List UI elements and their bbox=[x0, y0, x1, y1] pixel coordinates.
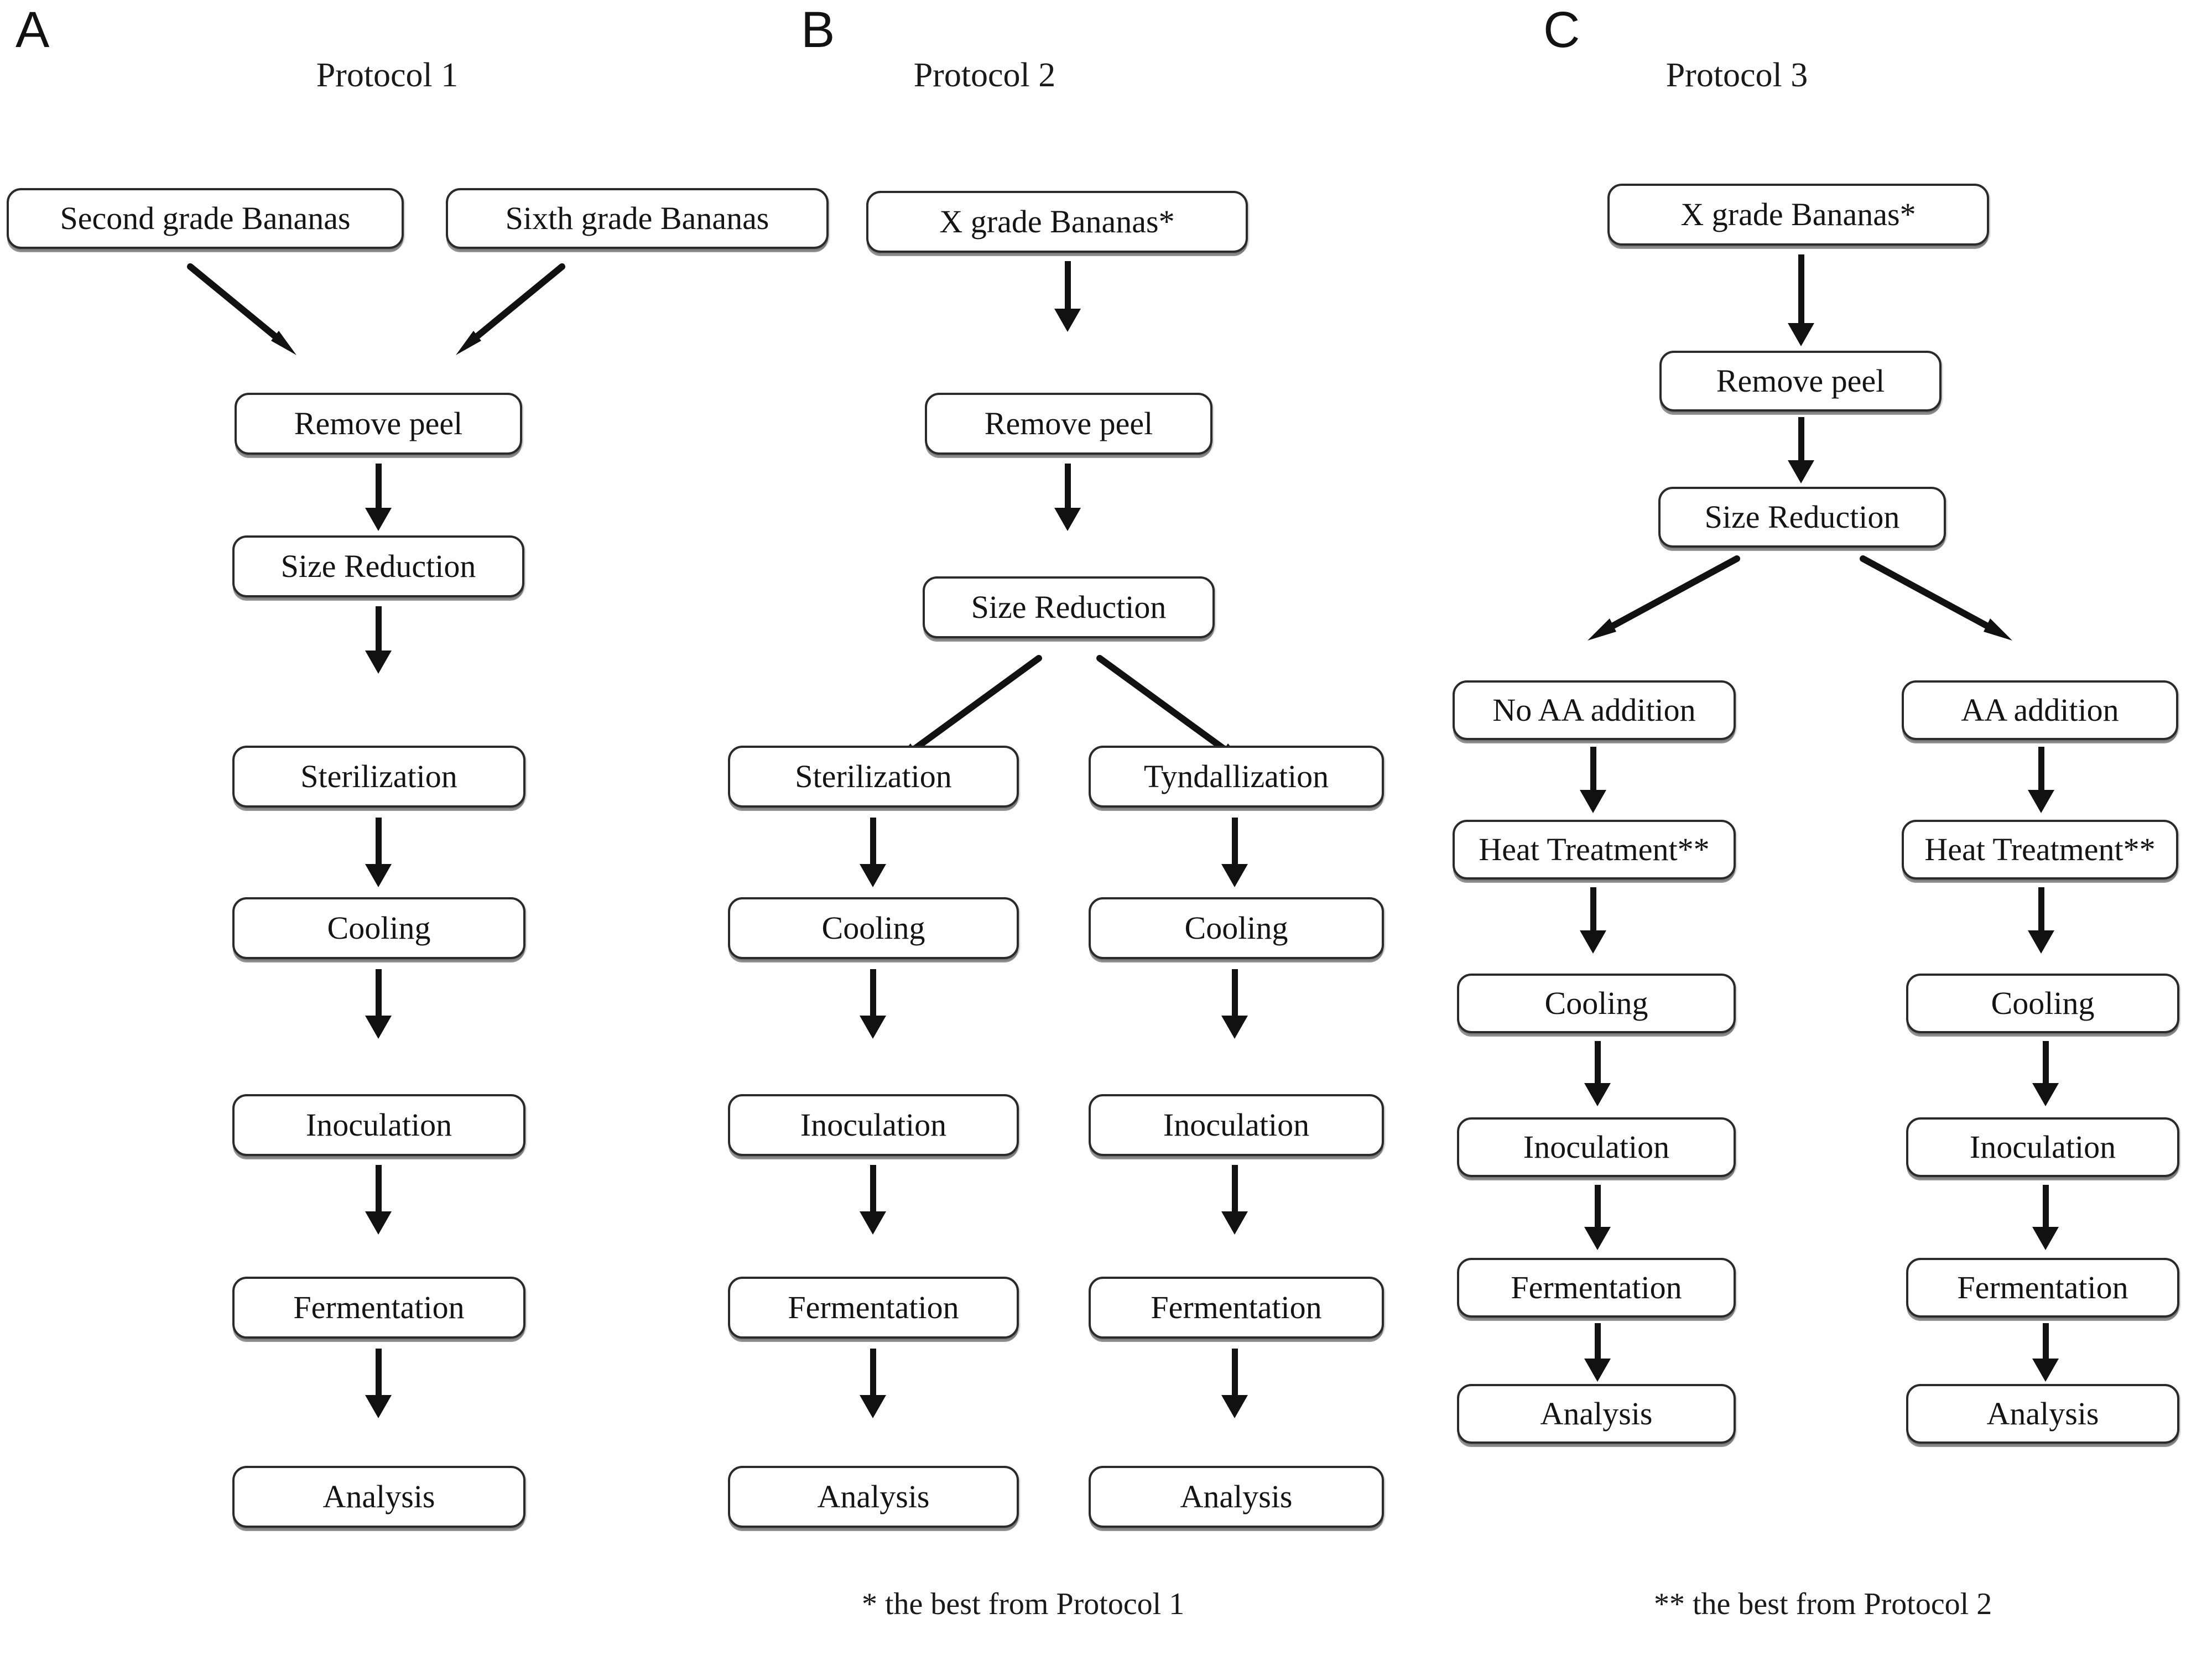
node-c-no-aa-addition[interactable]: No AA addition bbox=[1453, 680, 1736, 740]
node-a-analysis[interactable]: Analysis bbox=[232, 1466, 525, 1528]
arrow-c-size-reduction-to-aa bbox=[1852, 553, 2057, 664]
node-b-inoculation-left[interactable]: Inoculation bbox=[728, 1094, 1019, 1156]
node-a-sterilization[interactable]: Sterilization bbox=[232, 746, 525, 808]
node-b-tyndallization[interactable]: Tyndallization bbox=[1089, 746, 1384, 808]
arrow-second-grade-to-remove-peel bbox=[183, 260, 315, 365]
protocol-title-3: Protocol 3 bbox=[1665, 56, 1808, 94]
footnote-double-star: ** the best from Protocol 2 bbox=[1654, 1587, 1992, 1621]
node-c-heat-treatment-left[interactable]: Heat Treatment** bbox=[1453, 820, 1736, 879]
node-c-x-grade-bananas[interactable]: X grade Bananas* bbox=[1607, 184, 1989, 246]
node-c-heat-treatment-right[interactable]: Heat Treatment** bbox=[1902, 820, 2178, 879]
node-sixth-grade-bananas[interactable]: Sixth grade Bananas bbox=[446, 188, 829, 249]
node-b-x-grade-bananas[interactable]: X grade Bananas* bbox=[866, 191, 1248, 253]
node-c-remove-peel[interactable]: Remove peel bbox=[1659, 351, 1942, 412]
arrow-sixth-grade-to-remove-peel bbox=[437, 260, 570, 365]
node-b-sterilization[interactable]: Sterilization bbox=[728, 746, 1019, 808]
node-a-remove-peel[interactable]: Remove peel bbox=[235, 393, 522, 455]
node-a-fermentation[interactable]: Fermentation bbox=[232, 1277, 525, 1339]
node-a-cooling[interactable]: Cooling bbox=[232, 897, 525, 959]
node-c-aa-addition[interactable]: AA addition bbox=[1902, 680, 2178, 740]
node-b-fermentation-left[interactable]: Fermentation bbox=[728, 1277, 1019, 1339]
node-c-analysis-right[interactable]: Analysis bbox=[1906, 1384, 2179, 1444]
node-c-analysis-left[interactable]: Analysis bbox=[1457, 1384, 1736, 1444]
panel-letter-a: A bbox=[15, 2, 50, 58]
node-b-cooling-right[interactable]: Cooling bbox=[1089, 897, 1384, 959]
node-b-analysis-left[interactable]: Analysis bbox=[728, 1466, 1019, 1528]
node-c-cooling-right[interactable]: Cooling bbox=[1906, 974, 2179, 1033]
node-b-cooling-left[interactable]: Cooling bbox=[728, 897, 1019, 959]
node-c-inoculation-right[interactable]: Inoculation bbox=[1906, 1117, 2179, 1177]
node-b-fermentation-right[interactable]: Fermentation bbox=[1089, 1277, 1384, 1339]
node-a-size-reduction[interactable]: Size Reduction bbox=[232, 535, 524, 597]
panel-letter-b: B bbox=[801, 2, 835, 58]
node-c-inoculation-left[interactable]: Inoculation bbox=[1457, 1117, 1736, 1177]
node-b-remove-peel[interactable]: Remove peel bbox=[925, 393, 1212, 455]
node-second-grade-bananas[interactable]: Second grade Bananas bbox=[7, 188, 404, 249]
node-b-inoculation-right[interactable]: Inoculation bbox=[1089, 1094, 1384, 1156]
panel-letter-c: C bbox=[1543, 2, 1580, 58]
arrow-c-size-reduction-to-no-aa bbox=[1543, 553, 1748, 664]
node-c-fermentation-right[interactable]: Fermentation bbox=[1906, 1258, 2179, 1318]
footnote-single-star: * the best from Protocol 1 bbox=[862, 1587, 1185, 1621]
node-c-cooling-left[interactable]: Cooling bbox=[1457, 974, 1736, 1033]
protocol-title-2: Protocol 2 bbox=[913, 56, 1056, 94]
node-b-analysis-right[interactable]: Analysis bbox=[1089, 1466, 1384, 1528]
node-b-size-reduction[interactable]: Size Reduction bbox=[923, 576, 1215, 638]
protocol-title-1: Protocol 1 bbox=[316, 56, 459, 94]
node-a-inoculation[interactable]: Inoculation bbox=[232, 1094, 525, 1156]
node-c-fermentation-left[interactable]: Fermentation bbox=[1457, 1258, 1736, 1318]
node-c-size-reduction[interactable]: Size Reduction bbox=[1658, 487, 1946, 548]
